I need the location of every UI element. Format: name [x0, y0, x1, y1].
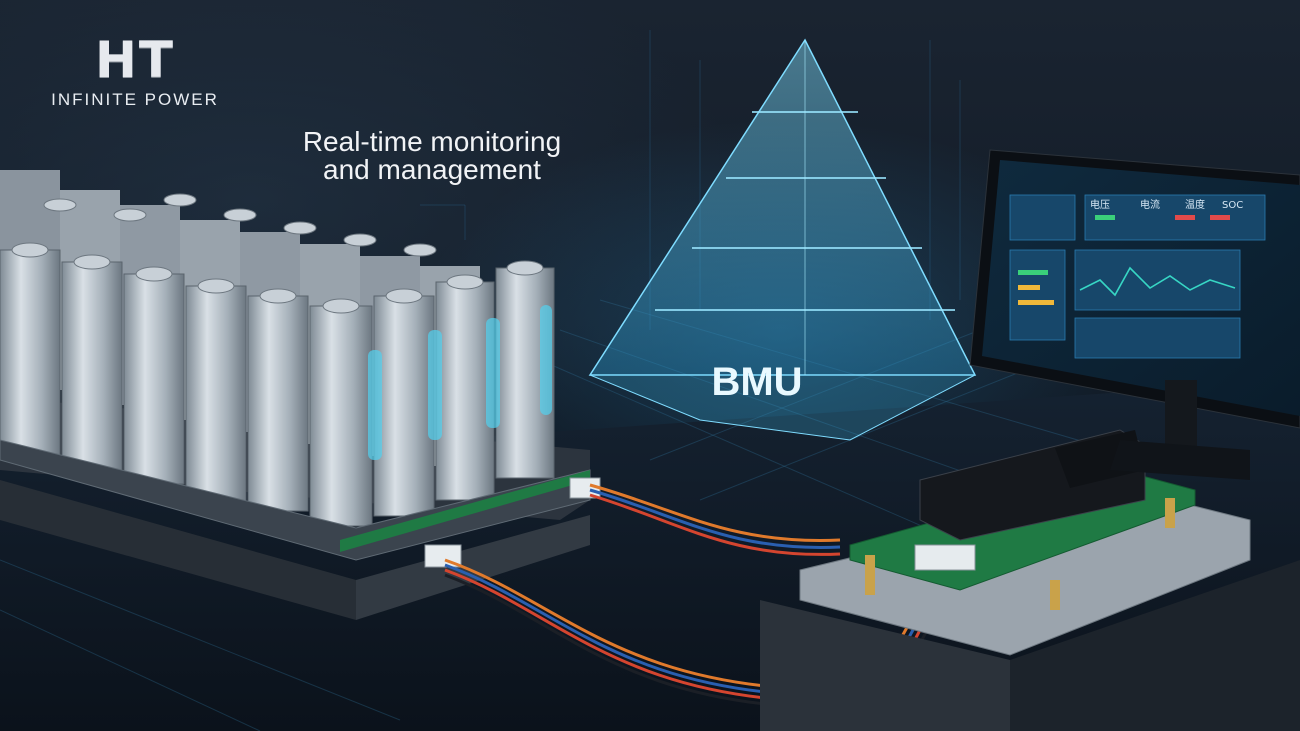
bmu-pyramid [588, 38, 977, 441]
battery-pack [0, 170, 601, 620]
monitor-label-temperature: 温度 [1185, 198, 1205, 211]
dashboard-monitor [969, 149, 1300, 480]
bms-board [760, 429, 1300, 731]
feature-caption: Real-time monitoring and management [262, 128, 602, 184]
logo-tagline: INFINITE POWER [51, 90, 219, 109]
caption-line-1: Real-time monitoring [302, 126, 562, 157]
caption-line-2: and management [323, 154, 541, 185]
pyramid-label: BMU [711, 360, 802, 404]
monitor-label-soc: SOC [1222, 200, 1243, 211]
monitor-label-current: 电流 [1140, 198, 1160, 211]
brand-logo: HT INFINITE POWER [30, 32, 240, 110]
logo-mark: HT [95, 31, 175, 89]
background-lines [420, 30, 961, 330]
monitor-label-voltage: 电压 [1090, 198, 1110, 211]
